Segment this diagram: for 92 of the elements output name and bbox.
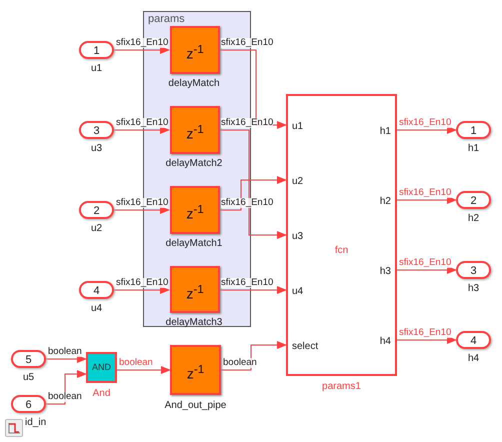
signal-arrow <box>46 355 87 363</box>
port-number: 1 <box>92 46 101 57</box>
port-block <box>11 350 46 368</box>
port-number: 4 <box>92 286 101 297</box>
signal-arrow <box>396 266 457 274</box>
delay-block <box>170 106 220 154</box>
block-name: h2 <box>468 214 480 224</box>
signal-type-label: boolean <box>223 358 257 368</box>
block-name: delayMatch <box>168 79 220 89</box>
transfer-function: z$^{-1}$ <box>185 124 205 141</box>
logic-block <box>86 352 117 383</box>
block-name: params1 <box>322 382 361 392</box>
block-name: u5 <box>22 373 34 383</box>
signal-arrow <box>218 130 287 239</box>
port-number: 3 <box>92 126 101 137</box>
port-number: 5 <box>24 355 33 366</box>
port-block <box>456 121 491 139</box>
block-name: u3 <box>90 144 102 154</box>
signal-arrow <box>396 126 457 134</box>
port-label: u4 <box>292 287 304 297</box>
signal-arrow <box>396 196 457 204</box>
port-block <box>11 395 46 413</box>
block-name: u2 <box>90 224 102 234</box>
port-block <box>456 331 491 349</box>
transfer-function: z$^{-1}$ <box>185 44 205 61</box>
transfer-function: z$^{-1}$ <box>186 364 206 381</box>
delay-block <box>170 266 220 313</box>
signal-type-label: sfix16_En10 <box>116 278 168 288</box>
port-block <box>79 41 114 59</box>
signal-type-label: sfix16_En10 <box>221 38 274 48</box>
subsystem-title: params <box>148 14 185 25</box>
function-name: fcn <box>334 246 350 256</box>
port-block <box>79 281 114 299</box>
signal-type-label: sfix16_En10 <box>399 258 452 268</box>
signal-arrow <box>218 176 287 210</box>
port-label: u1 <box>292 122 304 132</box>
delay-block <box>170 345 221 395</box>
port-label: h4 <box>380 337 391 347</box>
delay-block <box>170 186 220 234</box>
port-block <box>456 191 491 209</box>
block-name: u4 <box>90 304 102 314</box>
port-number: 4 <box>469 336 478 347</box>
signal-type-label: boolean <box>48 347 82 356</box>
block-name: delayMatch2 <box>166 159 222 169</box>
port-number: 3 <box>469 266 478 277</box>
port-block <box>456 261 491 279</box>
signal-type-label: sfix16_En10 <box>221 118 274 128</box>
port-label: select <box>292 342 318 352</box>
block-name: delayMatch3 <box>166 318 222 328</box>
function-block <box>286 94 397 376</box>
block-name: And <box>92 389 110 399</box>
signal-type-label: sfix16_En10 <box>221 278 274 288</box>
port-label: h3 <box>380 267 391 277</box>
signal-type-label: sfix16_En10 <box>221 198 274 208</box>
port-number: 2 <box>92 206 101 217</box>
signal-arrow <box>114 206 170 214</box>
port-number: 2 <box>469 196 478 207</box>
block-name: delayMatch1 <box>166 239 222 249</box>
port-block <box>79 201 114 219</box>
port-label: u2 <box>292 177 304 187</box>
signal-type-label: sfix16_En10 <box>116 38 168 48</box>
signal-arrow <box>218 286 287 294</box>
signal-type-label: boolean <box>119 358 153 368</box>
operator-label: AND <box>90 363 112 372</box>
signal-type-label: sfix16_En10 <box>399 118 452 128</box>
block-name: u1 <box>90 64 102 74</box>
port-block <box>79 121 114 139</box>
port-number: 1 <box>469 126 478 137</box>
signal-type-label: sfix16_En10 <box>399 328 452 338</box>
block-name: h1 <box>468 144 480 154</box>
port-label: u3 <box>292 232 304 242</box>
port-label: h1 <box>380 127 391 137</box>
block-name: And_out_pipe <box>164 401 226 411</box>
transfer-function: z$^{-1}$ <box>185 204 205 221</box>
signal-arrow <box>396 336 457 344</box>
delay-block <box>170 26 220 74</box>
signal-arrow <box>116 366 171 374</box>
transfer-function: z$^{-1}$ <box>185 284 205 300</box>
signal-type-label: boolean <box>48 392 82 402</box>
signal-arrow <box>220 341 287 370</box>
block-name: id_in <box>25 418 46 428</box>
block-name: h3 <box>468 284 480 294</box>
signal-arrow <box>114 286 170 294</box>
signal-type-label: sfix16_En10 <box>116 198 168 208</box>
signal-arrow <box>114 46 170 54</box>
port-number: 6 <box>24 400 33 411</box>
signal-arrow <box>46 370 87 404</box>
signal-type-label: sfix16_En10 <box>399 188 452 198</box>
signal-type-label: sfix16_En10 <box>116 118 168 128</box>
signal-arrow <box>114 126 170 134</box>
block-name: h4 <box>468 354 480 364</box>
port-label: h2 <box>380 197 391 207</box>
